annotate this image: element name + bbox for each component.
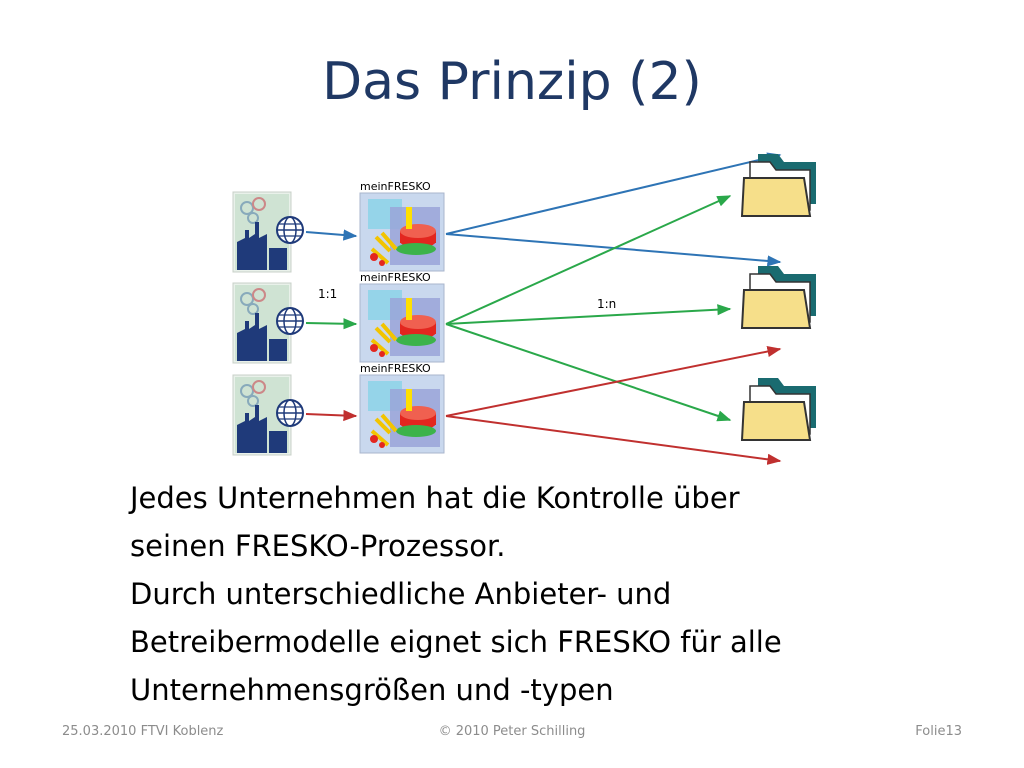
globe-icon-2 bbox=[276, 307, 304, 335]
arrow-processor3-folder3 bbox=[445, 345, 782, 417]
processor-label-1: meinFRESKO bbox=[360, 180, 431, 193]
body-line-5: Unternehmensgrößen und -typen bbox=[130, 673, 614, 707]
body-line-3: Durch unterschiedliche Anbieter- und bbox=[130, 577, 672, 611]
arrow-processor2-folder1 bbox=[445, 195, 732, 325]
body-line-2: seinen FRESKO-Prozessor. bbox=[130, 529, 506, 563]
arrow-processor1-folder1 bbox=[445, 152, 782, 235]
globe-icon-3 bbox=[276, 399, 304, 427]
processor-icon-3 bbox=[358, 373, 446, 455]
processor-label-2: meinFRESKO bbox=[360, 271, 431, 284]
arrow-processor3-folder3b bbox=[445, 415, 782, 465]
body-line-4: Betreibermodelle eignet sich FRESKO für … bbox=[130, 625, 782, 659]
arrow-company1-processor1 bbox=[305, 229, 358, 241]
arrow-processor2-folder3 bbox=[445, 323, 732, 422]
ratio-label-right: 1:n bbox=[597, 297, 616, 311]
slide-title: Das Prinzip (2) bbox=[322, 52, 702, 112]
arrow-company3-processor3 bbox=[305, 409, 358, 422]
folder-icon-3 bbox=[741, 377, 817, 441]
body-line-1: Jedes Unternehmen hat die Kontrolle über bbox=[130, 481, 740, 515]
footer-copyright: © 2010 Peter Schilling bbox=[438, 724, 586, 739]
folder-icon-2 bbox=[741, 265, 817, 329]
footer-slide-number: Folie13 bbox=[915, 724, 962, 739]
globe-icon-1 bbox=[276, 216, 304, 244]
ratio-label-left: 1:1 bbox=[318, 287, 337, 301]
processor-label-3: meinFRESKO bbox=[360, 362, 431, 375]
arrow-processor2-folder2 bbox=[445, 304, 732, 325]
arrow-company2-processor2 bbox=[305, 318, 358, 330]
processor-icon-1 bbox=[358, 191, 446, 273]
footer-date-location: 25.03.2010 FTVI Koblenz bbox=[62, 724, 224, 739]
body-text: Jedes Unternehmen hat die Kontrolle über… bbox=[130, 474, 910, 714]
processor-icon-2 bbox=[358, 282, 446, 364]
folder-icon-1 bbox=[741, 153, 817, 217]
